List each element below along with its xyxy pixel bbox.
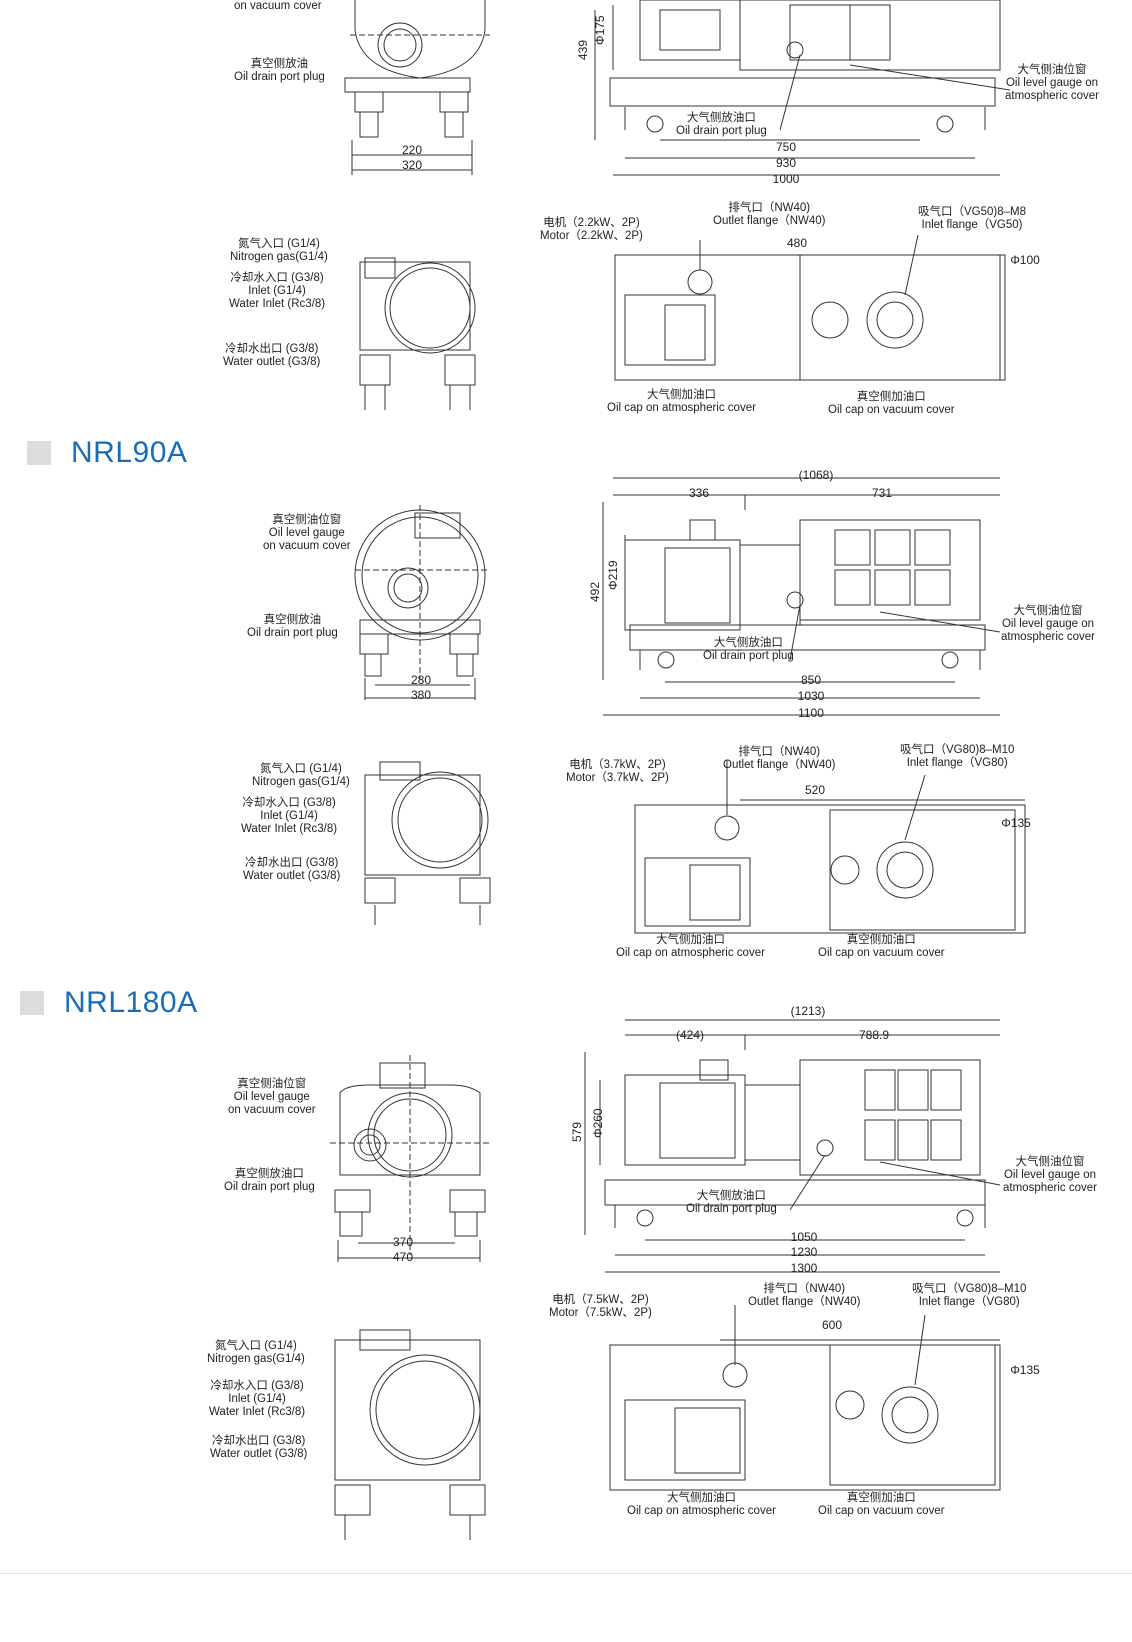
section-title: NRL180A [64, 986, 198, 1019]
nrl90a-dim-1100: 1100 [798, 706, 824, 720]
nrl90a-side-view [602, 477, 1001, 716]
nrl180a-side-view [584, 1019, 1001, 1273]
nrl180a-dim-phi260: Φ260 [591, 1108, 605, 1138]
nrl90a-dim-280: 280 [410, 673, 432, 687]
top-dim-220: 220 [401, 143, 423, 157]
nrl90a-dim-1030: 1030 [797, 689, 825, 703]
nrl180a-dim-470: 470 [392, 1250, 414, 1264]
top-dim-1000: 1000 [772, 172, 800, 186]
top-water-in-label: 冷却水入口 (G3/8)Inlet (G1/4)Water Inlet (Rc3… [229, 272, 326, 310]
nrl180a-dim-1050: 1050 [790, 1230, 818, 1244]
nrl180a-motor-label: 电机（7.5kW、2P)Motor（7.5kW、2P) [549, 1294, 652, 1319]
footer-divider [0, 1573, 1132, 1574]
top-nitrogen-label: 氮气入口 (G1/4)Nitrogen gas(G1/4) [230, 238, 328, 263]
top-dim-phi100: Φ100 [1010, 253, 1040, 267]
nrl180a-plan-view [334, 1305, 1001, 1540]
nrl90a-dim-731: 731 [871, 486, 893, 500]
top-dim-750: 750 [775, 140, 797, 154]
nrl90a-dim-total: (1068) [798, 468, 834, 482]
top-dim-930: 930 [775, 156, 797, 170]
top-vac-gauge-label: on vacuum cover [234, 0, 322, 12]
nrl180a-dim-total: (1213) [790, 1004, 826, 1018]
nrl90a-dim-phi135: Φ135 [1001, 816, 1031, 830]
top-side-view [594, 0, 1011, 176]
nrl90a-dim-520: 520 [804, 783, 826, 797]
nrl180a-nitrogen-label: 氮气入口 (G1/4)Nitrogen gas(G1/4) [207, 1340, 305, 1365]
nrl180a-front-view [330, 1055, 490, 1262]
nrl180a-dim-579: 579 [570, 1121, 584, 1142]
nrl90a-dim-380: 380 [410, 688, 432, 702]
section-marker [27, 441, 51, 465]
nrl90a-dim-850: 850 [800, 673, 822, 687]
nrl180a-outlet-label: 排气口（NW40)Outlet flange（NW40) [748, 1283, 861, 1308]
section-title: NRL90A [71, 436, 188, 469]
nrl180a-dim-424: (424) [675, 1028, 705, 1042]
top-water-out-label: 冷却水出口 (G3/8)Water outlet (G3/8) [223, 343, 321, 368]
nrl90a-water-in-label: 冷却水入口 (G3/8)Inlet (G1/4)Water Inlet (Rc3… [241, 797, 338, 835]
top-dim-320: 320 [401, 158, 423, 172]
nrl90a-nitrogen-label: 氮气入口 (G1/4)Nitrogen gas(G1/4) [252, 763, 350, 788]
nrl90a-dim-336: 336 [688, 486, 710, 500]
section-marker [20, 991, 44, 1015]
nrl90a-water-out-label: 冷却水出口 (G3/8)Water outlet (G3/8) [243, 857, 341, 882]
nrl180a-dim-370: 370 [392, 1235, 414, 1249]
nrl180a-dim-1300: 1300 [790, 1261, 818, 1275]
nrl90a-dim-phi219: Φ219 [606, 560, 620, 590]
nrl180a-water-in-label: 冷却水入口 (G3/8)Inlet (G1/4)Water Inlet (Rc3… [209, 1380, 306, 1418]
nrl90a-motor-label: 电机（3.7kW、2P)Motor（3.7kW、2P) [566, 759, 669, 784]
section-header-nrl180a: NRL180A [20, 986, 198, 1020]
section-header-nrl90a: NRL90A [27, 436, 187, 470]
nrl180a-dim-phi135: Φ135 [1010, 1363, 1040, 1377]
top-dim-480: 480 [786, 236, 808, 250]
top-plan-view [359, 234, 1006, 410]
top-dim-phi175: Φ175 [593, 15, 607, 45]
nrl180a-dim-600: 600 [821, 1318, 843, 1332]
nrl90a-dim-492: 492 [588, 581, 602, 602]
nrl180a-dim-788: 788.9 [858, 1028, 890, 1042]
nrl90a-outlet-label: 排气口（NW40)Outlet flange（NW40) [723, 746, 836, 771]
nrl90a-plan-view [364, 760, 1026, 934]
top-dim-439: 439 [576, 39, 590, 60]
nrl180a-dim-1230: 1230 [790, 1245, 818, 1259]
top-outlet-label: 排气口（NW40)Outlet flange（NW40) [713, 202, 826, 227]
nrl180a-water-out-label: 冷却水出口 (G3/8)Water outlet (G3/8) [210, 1435, 308, 1460]
top-front-view [344, 0, 490, 175]
nrl90a-front-view [354, 505, 490, 700]
top-motor-label: 电机（2.2kW、2P)Motor（2.2kW、2P) [540, 217, 643, 242]
